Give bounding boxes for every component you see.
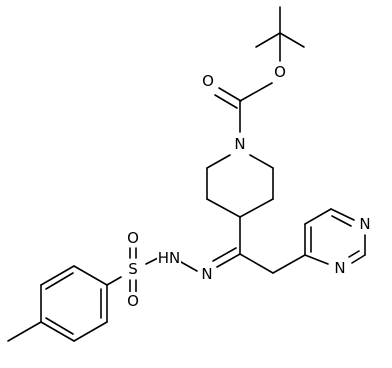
atom-bg-hydrazone-n — [198, 264, 216, 284]
atom-bg-piperidine-n — [231, 134, 249, 154]
bond-c3-c4-right — [239, 198, 274, 218]
piperidine-ring — [206, 154, 274, 218]
bond-aryl-c2-c3-top — [40, 265, 75, 286]
bond-tbu-methyl-right — [279, 32, 305, 48]
atom-pyrimidine-nitrogen-3: N — [334, 259, 345, 277]
atom-bg-sulfur — [124, 259, 142, 279]
atom-bg-sulfonyl-o-top — [125, 229, 141, 247]
bond-aryl-c4-c5-inner — [45, 317, 74, 335]
bond-aryl-c4-c5 — [40, 321, 75, 342]
carbamate-group — [214, 82, 273, 133]
bond-pyr-c2-n3-inner — [348, 250, 360, 258]
bond-aryl-to-methyl — [7, 321, 42, 342]
sulfonyl-group — [106, 247, 137, 293]
atom-hydrazone-nh: HN — [158, 249, 181, 267]
atom-sulfur: S — [128, 260, 138, 278]
atom-piperidine-nitrogen: N — [234, 135, 245, 153]
atom-ester-oxygen: O — [274, 63, 286, 81]
bond-c4-c3-left — [206, 198, 241, 218]
bond-hydrazone-carbon-to-ch2 — [239, 253, 274, 274]
atom-bg-carbonyl-o — [200, 72, 216, 90]
bond-aryl-c5-c6 — [73, 321, 108, 342]
bond-carbonyl-double-b — [214, 94, 238, 109]
atom-carbonyl-oxygen: O — [202, 72, 214, 90]
atom-labels: O O N N N HN N S O O — [124, 62, 374, 310]
bond-ch2-to-pyrimidine — [272, 254, 306, 274]
bond-nh-to-sulfur — [145, 257, 159, 265]
bond-c-n-double-a — [216, 253, 241, 268]
bond-ester-oxygen-to-carbonyl — [239, 82, 273, 102]
bond-pyr-c6-n1-inner — [331, 215, 352, 227]
bond-pyr-c5-c6 — [304, 208, 332, 225]
bond-n-c2-right — [249, 154, 274, 169]
bond-c2-n-left — [206, 154, 231, 169]
bond-aryl-c1-c2-top — [73, 265, 108, 286]
pyrimidine-ring — [304, 208, 366, 265]
atom-sulfonyl-oxygen-top: O — [127, 229, 139, 247]
bond-n-to-nh — [180, 261, 198, 272]
hydrazone-chain — [145, 216, 306, 274]
atom-bg-hydrazone-nh — [157, 248, 181, 268]
bond-sulfur-to-aryl — [106, 276, 122, 286]
atom-bg-pyrimidine-n1 — [356, 214, 374, 234]
tolyl-ring — [7, 265, 108, 342]
bond-pyr-n3-c4 — [304, 254, 329, 265]
atom-pyrimidine-nitrogen-1: N — [359, 215, 370, 233]
atom-bg-ester-o — [272, 62, 288, 82]
bond-aryl-c2-c3-top-inner — [45, 272, 74, 290]
bond-tbu-methyl-left — [255, 32, 281, 48]
bond-carbonyl-double-a — [218, 87, 242, 102]
atom-sulfonyl-oxygen-bottom: O — [127, 292, 139, 310]
tert-butyl-group — [255, 6, 305, 62]
atom-bg-pyrimidine-n3 — [331, 258, 349, 278]
atom-hydrazone-nitrogen: N — [201, 265, 212, 283]
bond-pyr-c6-n1 — [330, 208, 355, 221]
bond-pyr-c2-n3 — [351, 254, 366, 264]
bond-c-n-double-b — [212, 247, 237, 262]
atom-bg-sulfonyl-o-bottom — [125, 292, 141, 310]
